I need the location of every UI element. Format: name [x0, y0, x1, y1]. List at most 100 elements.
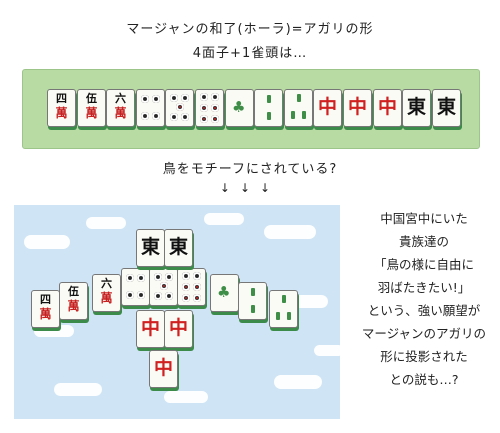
tile-sou: ♣ [210, 274, 239, 312]
tile-pin [177, 268, 206, 306]
tile-glyph: 中 [317, 96, 337, 118]
bamboo-stick-icon [276, 312, 280, 320]
tile-honor: 中 [313, 89, 342, 127]
tile-sou [269, 290, 298, 328]
pin-dot-icon [211, 115, 219, 123]
explanation-line: マージャンのアガリの [361, 326, 487, 341]
pin-dot-icon [154, 273, 162, 281]
tile-man: 六萬 [92, 274, 121, 312]
tile-sou [238, 282, 267, 320]
pin-dot-icon [126, 274, 134, 282]
tile-honor: 中 [149, 350, 178, 388]
pin-dot-icon [182, 283, 190, 291]
pin-dot-icon [193, 283, 201, 291]
tile-honor: 東 [136, 229, 165, 267]
cloud [314, 345, 340, 356]
tile-glyph: 東 [436, 96, 456, 118]
pin-dot-icon [193, 272, 201, 280]
pin-dot-icon [126, 291, 134, 299]
pin-dot-icon [137, 274, 145, 282]
pin-dot-icon [141, 95, 149, 103]
pin-dot-icon [152, 95, 160, 103]
tile-man: 四萬 [47, 89, 76, 127]
tile-honor: 中 [343, 89, 372, 127]
bamboo-stick-icon [250, 288, 255, 296]
cloud [274, 375, 322, 389]
tile-man: 伍萬 [59, 282, 88, 320]
tile-pin [121, 268, 150, 306]
tile-man: 伍萬 [77, 89, 106, 127]
tile-honor: 東 [402, 89, 431, 127]
bamboo-stick-icon [291, 111, 295, 119]
pin-dot-icon [154, 292, 162, 300]
cloud [86, 217, 126, 229]
tile-glyph: 中 [153, 357, 173, 379]
tile-honor: 中 [136, 310, 165, 348]
bird-icon: ♣ [232, 98, 246, 116]
tile-suit: 萬 [114, 106, 127, 120]
pin-dot-icon [170, 94, 178, 102]
bamboo-stick-icon [266, 112, 271, 120]
tile-sou: ♣ [225, 89, 254, 127]
bamboo-stick-icon [287, 312, 291, 320]
pin-dot-icon [165, 292, 173, 300]
pin-dot-icon [200, 93, 208, 101]
question-text: 鳥をモチーフにされている? [162, 162, 338, 177]
pin-dot-icon [165, 273, 173, 281]
tile-glyph: 中 [168, 317, 188, 339]
tile-honor: 中 [164, 310, 193, 348]
cloud [264, 225, 316, 239]
tile-suit: 萬 [55, 106, 68, 120]
tile-number: 六 [101, 277, 112, 290]
cloud [24, 235, 70, 249]
title-line-1: マージャンの和了(ホーラ)=アガリの形 [126, 22, 374, 37]
tile-number: 伍 [86, 92, 97, 105]
tile-honor: 東 [164, 229, 193, 267]
tile-pin [149, 268, 178, 306]
tile-pin [195, 89, 224, 127]
explanation-line: 貴族達の [398, 234, 449, 249]
tile-number: 六 [115, 92, 126, 105]
cloud [164, 391, 208, 403]
tile-pin [165, 89, 194, 127]
bamboo-stick-icon [281, 295, 286, 303]
explanation-line: 羽ばたきたい!」 [377, 280, 471, 295]
tile-pin [136, 89, 165, 127]
bamboo-stick-icon [266, 95, 271, 103]
explanation-text: 中国宮中にいた貴族達の「鳥の様に自由に羽ばたきたい!」という、強い願望がマージャ… [354, 207, 494, 391]
pin-dot-icon [182, 294, 190, 302]
tile-glyph: 中 [140, 317, 160, 339]
bamboo-stick-icon [302, 111, 306, 119]
pin-dot-icon [137, 291, 145, 299]
tile-honor: 東 [432, 89, 461, 127]
tile-honor: 中 [373, 89, 402, 127]
pin-dot-icon [152, 112, 160, 120]
explanation-line: 形に投影された [380, 349, 468, 364]
tile-man: 四萬 [31, 290, 60, 328]
tile-glyph: 東 [406, 96, 426, 118]
pin-dot-icon [200, 115, 208, 123]
cloud [54, 383, 102, 396]
cloud [204, 213, 244, 225]
tile-glyph: 中 [377, 96, 397, 118]
tile-man: 六萬 [106, 89, 135, 127]
pin-dot-icon [181, 94, 189, 102]
pin-dot-icon [141, 112, 149, 120]
pin-dot-icon [182, 272, 190, 280]
tile-glyph: 中 [347, 96, 367, 118]
tile-suit: 萬 [39, 307, 52, 321]
tile-number: 四 [56, 92, 67, 105]
explanation-line: 中国宮中にいた [380, 211, 468, 226]
pin-dot-icon [193, 294, 201, 302]
pin-dot-icon [200, 104, 208, 112]
pin-dot-icon [170, 113, 178, 121]
bamboo-stick-icon [296, 94, 301, 102]
explanation-line: という、強い願望が [367, 303, 481, 318]
bamboo-stick-icon [250, 305, 255, 313]
tile-suit: 萬 [67, 299, 80, 313]
tile-number: 伍 [68, 285, 79, 298]
tile-sou [254, 89, 283, 127]
pin-dot-icon [211, 104, 219, 112]
pin-dot-icon [211, 93, 219, 101]
pin-dot-icon [159, 282, 168, 290]
